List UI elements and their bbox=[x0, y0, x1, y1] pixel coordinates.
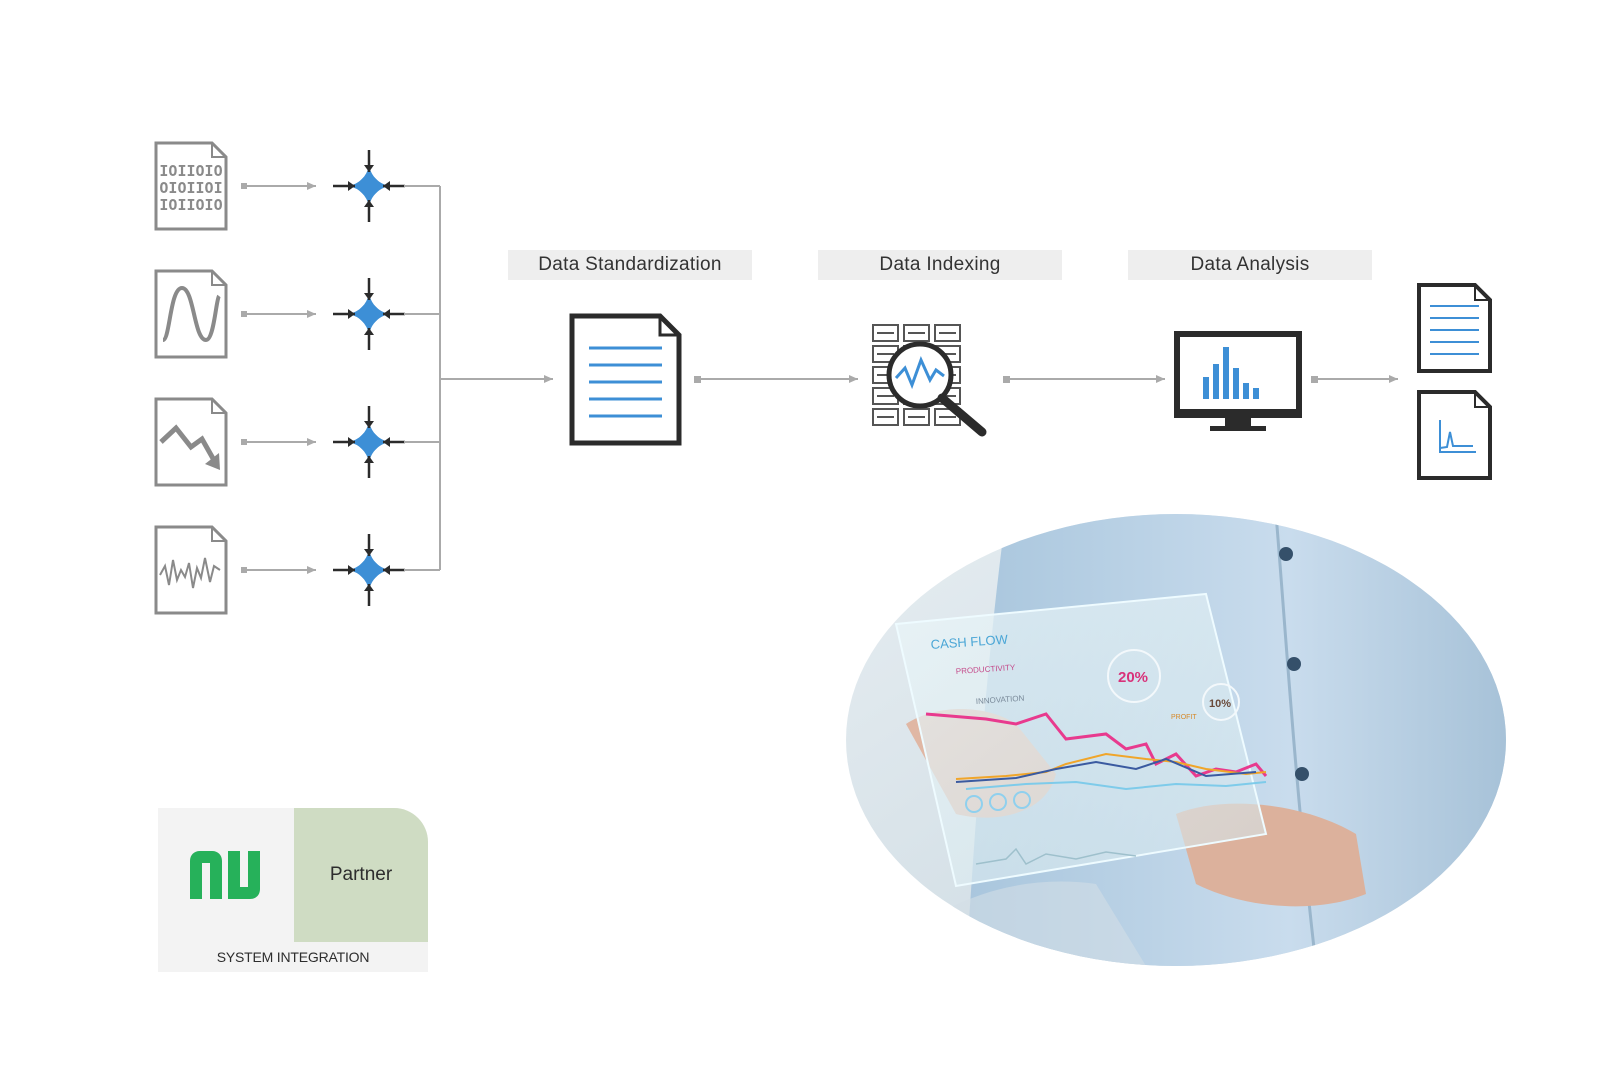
index-cell bbox=[872, 408, 899, 426]
converter-icon bbox=[333, 278, 405, 350]
converter-icon bbox=[333, 406, 405, 478]
screen-text-productivity: PRODUCTIVITY bbox=[956, 663, 1017, 676]
screen-text-innovation: INNOVATION bbox=[976, 694, 1025, 706]
arrow-indexing-to-analysis bbox=[1003, 375, 1165, 383]
input-arrows bbox=[244, 182, 316, 574]
stage-label-indexing: Data Indexing bbox=[818, 250, 1062, 280]
report-document-icon bbox=[1417, 283, 1492, 373]
report-chart-document-icon bbox=[1417, 390, 1492, 480]
input-arrow-tails bbox=[241, 183, 247, 573]
binary-line-3: IOIIOIO bbox=[159, 196, 222, 214]
analysis-monitor-icon bbox=[1174, 331, 1302, 431]
binary-line-2: OIOIIOI bbox=[159, 179, 222, 197]
sine-wave-file-icon bbox=[154, 269, 228, 359]
standardized-document-icon bbox=[569, 313, 682, 446]
arrow-analysis-to-reports bbox=[1311, 375, 1398, 383]
screen-text-profit: PROFIT bbox=[1171, 714, 1197, 721]
trend-down-file-icon bbox=[154, 397, 228, 487]
merge-bracket bbox=[404, 185, 553, 571]
stage-label-standardization: Data Standardization bbox=[508, 250, 752, 280]
stage-label-analysis: Data Analysis bbox=[1128, 250, 1372, 280]
screen-text-cash-flow: CASH FLOW bbox=[930, 632, 1009, 652]
badge-partner-label: Partner bbox=[294, 808, 428, 942]
screen-text-10pct: 10% bbox=[1209, 698, 1231, 710]
badge-footer-label: SYSTEM INTEGRATION bbox=[216, 949, 370, 965]
ni-logo-icon bbox=[158, 808, 294, 942]
noise-signal-file-icon bbox=[154, 525, 228, 615]
converter-icons bbox=[333, 150, 405, 606]
indexing-magnifier-icon bbox=[872, 324, 987, 437]
converter-icon bbox=[333, 534, 405, 606]
screen-text-20pct: 20% bbox=[1118, 669, 1148, 686]
index-cell bbox=[903, 324, 930, 342]
ni-partner-badge: Partner SYSTEM INTEGRATION bbox=[158, 808, 428, 972]
index-cell bbox=[934, 324, 961, 342]
analytics-tablet-photo: CASH FLOW PRODUCTIVITY INNOVATION 20% 10… bbox=[846, 514, 1506, 966]
binary-file-icon: IOIIOIO OIOIIOI IOIIOIO bbox=[154, 141, 228, 231]
index-cell bbox=[872, 324, 899, 342]
binary-line-1: IOIIOIO bbox=[159, 162, 222, 180]
arrow-standardization-to-indexing bbox=[694, 375, 858, 383]
index-cell bbox=[903, 408, 930, 426]
converter-icon bbox=[333, 150, 405, 222]
